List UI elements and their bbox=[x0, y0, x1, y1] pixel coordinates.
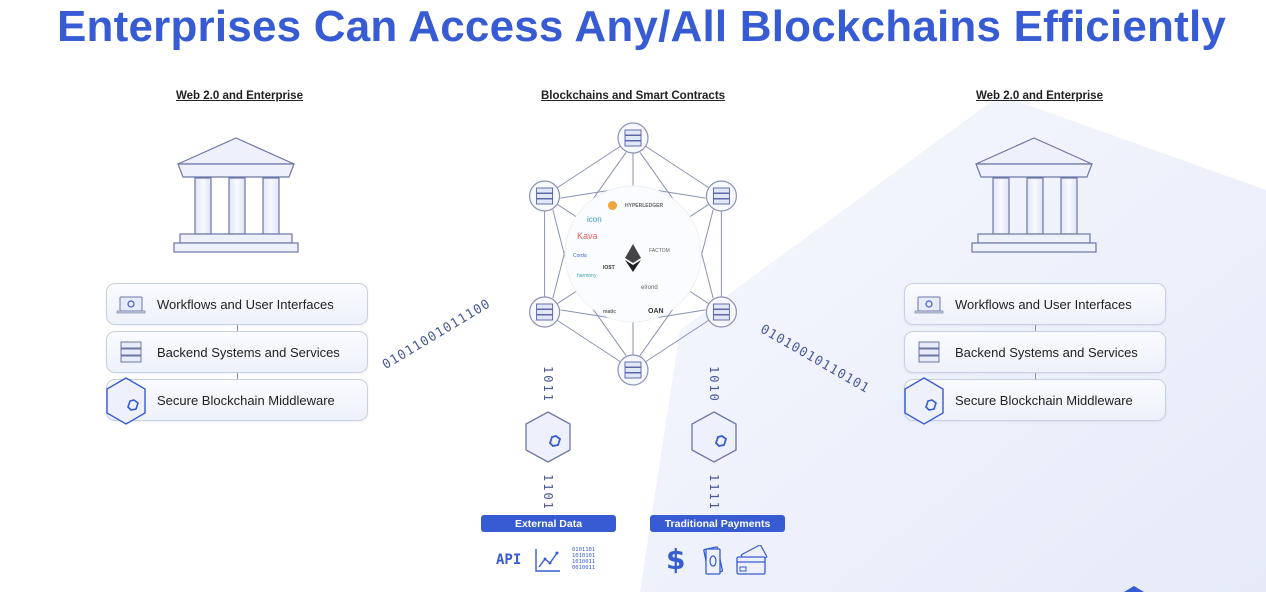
layer-label: Secure Blockchain Middleware bbox=[955, 392, 1133, 408]
connector-line bbox=[1035, 373, 1036, 380]
binary-stream-payments-top: 1010 bbox=[707, 366, 721, 403]
right-section-heading: Web 2.0 and Enterprise bbox=[976, 90, 1103, 102]
network-node-server-icon bbox=[528, 180, 561, 212]
binary-row: 0101101 bbox=[572, 547, 596, 553]
connector-line bbox=[1035, 325, 1036, 332]
dollar-icon: $ bbox=[666, 543, 686, 576]
binary-row: 1010101 bbox=[572, 553, 596, 559]
laptop-icon bbox=[116, 296, 146, 314]
binary-data-icon: 0101101 1010101 1010011 0010011 bbox=[572, 547, 595, 571]
logo-bitcoin-icon bbox=[608, 201, 617, 210]
logo-elrond: elrond bbox=[641, 285, 658, 291]
line-chart-icon bbox=[535, 549, 560, 572]
logo-oan: OAN bbox=[648, 308, 664, 315]
network-spoke bbox=[552, 250, 566, 299]
network-spoke bbox=[560, 189, 610, 199]
logo-factom: FACTOM bbox=[649, 248, 670, 254]
network-node-server-icon bbox=[705, 180, 738, 212]
ethereum-icon bbox=[625, 244, 641, 272]
page-title: Enterprises Can Access Any/All Blockchai… bbox=[57, 2, 1227, 51]
layer-backend: Backend Systems and Services bbox=[904, 331, 1166, 373]
layer-workflows: Workflows and User Interfaces bbox=[106, 283, 368, 325]
binary-stream-external-top: 1011 bbox=[541, 366, 555, 403]
left-section-heading: Web 2.0 and Enterprise bbox=[176, 90, 303, 102]
layer-label: Workflows and User Interfaces bbox=[955, 296, 1132, 312]
server-icon bbox=[918, 341, 940, 363]
blockchain-logo-cloud: HYPERLEDGER icon Kava FACTOM harmony elr… bbox=[565, 195, 705, 320]
network-node-server-icon bbox=[617, 122, 649, 154]
center-section-heading: Blockchains and Smart Contracts bbox=[541, 90, 726, 102]
connector-line bbox=[237, 325, 238, 332]
network-edge bbox=[544, 137, 634, 197]
network-spoke bbox=[592, 152, 627, 200]
logo-corda: Corda bbox=[573, 253, 587, 259]
binary-row: 0010011 bbox=[572, 565, 596, 571]
network-spoke bbox=[639, 152, 674, 200]
layer-label: Backend Systems and Services bbox=[157, 344, 340, 360]
layer-middleware: Secure Blockchain Middleware bbox=[904, 377, 1166, 425]
logo-hyperledger: HYPERLEDGER bbox=[625, 203, 664, 209]
layer-workflows: Workflows and User Interfaces bbox=[904, 283, 1166, 325]
network-node-server-icon bbox=[705, 296, 738, 328]
network-spoke bbox=[639, 308, 674, 356]
partial-hexagon-icon bbox=[1124, 586, 1144, 592]
api-icon: API bbox=[496, 552, 522, 568]
network-edge bbox=[632, 137, 722, 197]
laptop-icon bbox=[914, 296, 944, 314]
logo-iost: IOST bbox=[603, 265, 615, 271]
chainlink-hexagon-icon bbox=[106, 377, 146, 425]
binary-stream-external-bottom: 1101 bbox=[541, 474, 555, 511]
connector-line bbox=[237, 373, 238, 380]
layer-middleware: Secure Blockchain Middleware bbox=[106, 377, 368, 425]
network-edge bbox=[632, 311, 722, 371]
chainlink-hexagon-icon bbox=[691, 411, 737, 463]
logo-kava: Kava bbox=[577, 231, 598, 241]
network-spoke bbox=[700, 209, 714, 258]
network-edge bbox=[544, 311, 634, 371]
network-spoke bbox=[592, 308, 627, 356]
network-spoke bbox=[656, 309, 706, 319]
network-spoke bbox=[560, 309, 610, 319]
network-spoke bbox=[700, 250, 714, 299]
logo-harmony: harmony bbox=[577, 273, 597, 279]
network-node-server-icon bbox=[617, 354, 649, 386]
binary-row: 1010011 bbox=[572, 559, 596, 565]
traditional-payments-label: Traditional Payments bbox=[650, 515, 785, 532]
chainlink-hexagon-icon bbox=[525, 411, 571, 463]
bank-building-icon bbox=[173, 137, 299, 253]
bank-building-icon bbox=[971, 137, 1097, 253]
network-node-server-icon bbox=[528, 296, 561, 328]
credit-card-icon bbox=[736, 545, 768, 575]
logo-matic: matic bbox=[603, 309, 617, 315]
chainlink-hexagon-icon bbox=[904, 377, 944, 425]
layer-label: Backend Systems and Services bbox=[955, 344, 1138, 360]
network-spoke bbox=[552, 209, 566, 258]
layer-label: Workflows and User Interfaces bbox=[157, 296, 334, 312]
logo-icon: icon bbox=[587, 215, 602, 224]
cash-icon bbox=[703, 546, 724, 575]
binary-stream-payments-bottom: 1111 bbox=[707, 474, 721, 511]
network-spoke bbox=[656, 189, 706, 199]
layer-backend: Backend Systems and Services bbox=[106, 331, 368, 373]
server-icon bbox=[120, 341, 142, 363]
external-data-label: External Data bbox=[481, 515, 616, 532]
layer-label: Secure Blockchain Middleware bbox=[157, 392, 335, 408]
blockchain-network-diagram bbox=[528, 122, 738, 386]
